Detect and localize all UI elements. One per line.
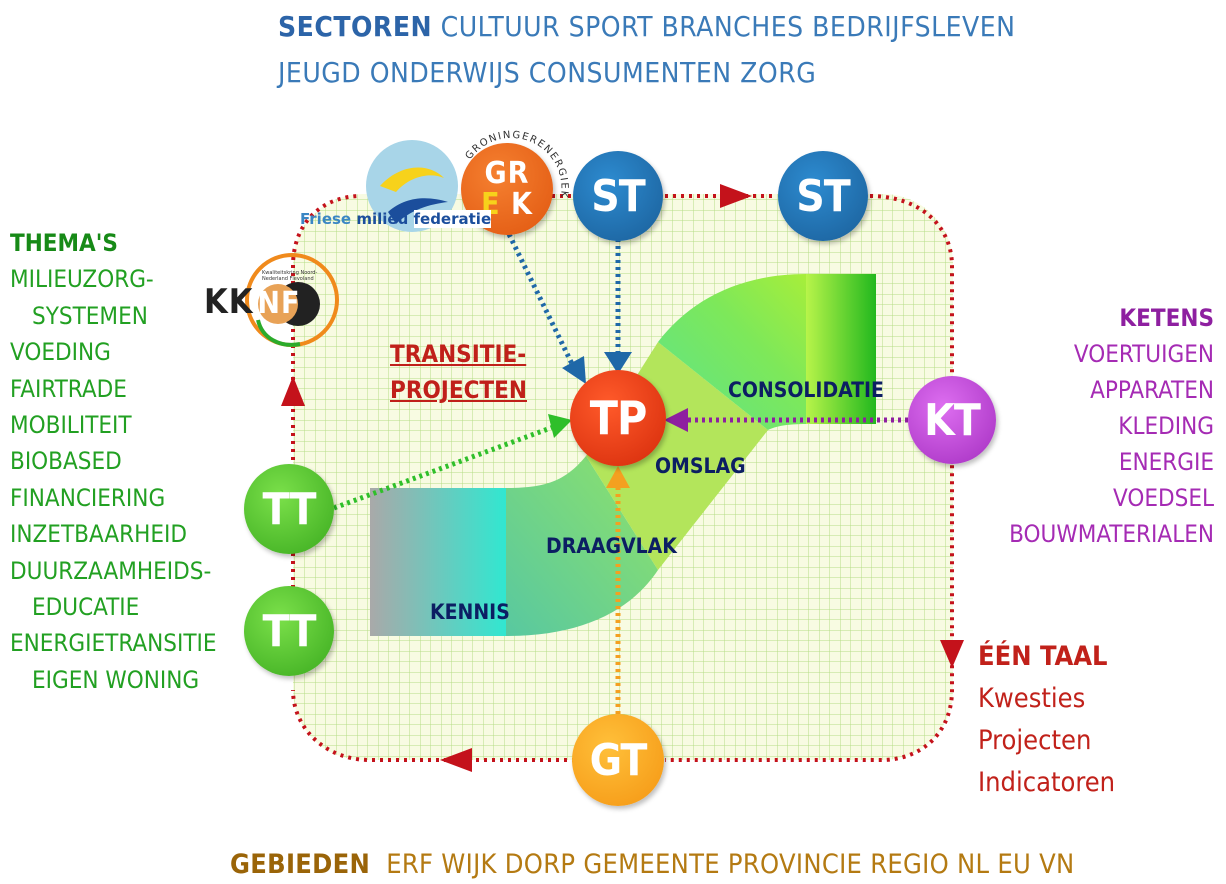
fmf-wordmark: Friese milieu federatie [300, 210, 492, 228]
ketens-item: BOUWMATERIALEN [1009, 520, 1214, 548]
themas-block: THEMA'S MILIEUZORG- SYSTEMEN VOEDING FAI… [10, 225, 217, 698]
st-node-2: ST [778, 151, 868, 241]
kt-node: KT [908, 376, 996, 464]
gebieden-heading: GEBIEDEN [230, 849, 371, 880]
een-taal-item: Projecten [978, 725, 1092, 756]
fmf-word2: milieu [356, 210, 409, 228]
kknf-nf: NF [257, 286, 301, 321]
phase-omslag: OMSLAG [655, 454, 746, 478]
transitie-projecten-label: TRANSITIE- PROJECTEN [390, 336, 527, 408]
ketens-block: KETENS VOERTUIGEN APPARATEN KLEDING ENER… [1009, 300, 1214, 552]
gebieden-block: GEBIEDEN ERF WIJK DORP GEMEENTE PROVINCI… [230, 848, 1074, 882]
tt-node-2: TT [244, 586, 334, 676]
phase-draagvlak: DRAAGVLAK [546, 534, 677, 558]
band-kennis [370, 488, 508, 636]
themas-heading: THEMA'S [10, 229, 118, 257]
transitie-line1: TRANSITIE- [390, 340, 527, 368]
themas-item: SYSTEMEN [32, 301, 148, 330]
fmf-logo [366, 140, 458, 232]
st-node-1: ST [573, 151, 663, 241]
tp-node: TP [570, 370, 666, 466]
tp-label: TP [589, 391, 648, 445]
cycle-arrow-left [281, 376, 305, 406]
band-end [806, 274, 876, 424]
fmf-word3: federatie [413, 210, 492, 228]
ketens-heading: KETENS [1119, 304, 1214, 332]
arrow-grek-tp [503, 226, 577, 370]
band-draagvlak [506, 456, 658, 636]
ketens-item: VOERTUIGEN [1073, 340, 1214, 368]
grek-k-letter: K [510, 187, 533, 222]
phase-consolidatie: CONSOLIDATIE [728, 378, 884, 402]
een-taal-item: Indicatoren [978, 767, 1116, 798]
een-taal-item: Kwesties [978, 683, 1086, 714]
themas-item: EDUCATIE [32, 593, 140, 622]
themas-item: MILIEUZORG- [10, 265, 154, 294]
themas-item: EIGEN WONING [32, 665, 200, 694]
transitie-line2: PROJECTEN [390, 376, 527, 404]
kknf-kk: KK [204, 282, 254, 322]
ketens-item: ENERGIE [1118, 448, 1214, 476]
ketens-item: KLEDING [1118, 412, 1214, 440]
een-taal-block: ÉÉN TAAL Kwesties Projecten Indicatoren [978, 636, 1115, 804]
kknf-small-text: Kwaliteitskring Noord-Nederland Flevolan… [262, 270, 318, 282]
tt-node-1: TT [244, 464, 334, 554]
grek-top-label: GR [484, 156, 530, 191]
cycle-arrow-top [720, 184, 752, 208]
gt-node: GT [572, 714, 664, 806]
st-label: ST [591, 170, 646, 222]
sectoren-heading: SECTOREN [278, 10, 433, 43]
themas-item: INZETBAARHEID [10, 520, 188, 549]
sectoren-line1: CULTUUR SPORT BRANCHES BEDRIJFSLEVEN [440, 10, 1016, 43]
themas-item: FAIRTRADE [10, 374, 127, 403]
cycle-arrow-bottom [440, 748, 472, 772]
st-label: ST [796, 170, 851, 222]
themas-item: DUURZAAMHEIDS- [10, 556, 212, 585]
themas-item: VOEDING [10, 338, 111, 367]
themas-item: BIOBASED [10, 447, 122, 476]
een-taal-heading: ÉÉN TAAL [978, 641, 1108, 672]
arrow-tt-tp [333, 423, 557, 511]
tt-label: TT [262, 605, 316, 657]
gebieden-items: ERF WIJK DORP GEMEENTE PROVINCIE REGIO N… [386, 849, 1075, 880]
gt-label: GT [589, 734, 648, 786]
phase-kennis: KENNIS [430, 600, 510, 624]
themas-item: FINANCIERING [10, 483, 166, 512]
kt-label: KT [924, 394, 981, 446]
tt-label: TT [262, 483, 316, 535]
cycle-arrow-right [940, 640, 964, 668]
ketens-item: APPARATEN [1090, 376, 1214, 404]
themas-item: MOBILITEIT [10, 411, 132, 440]
sectoren-block: SECTOREN CULTUUR SPORT BRANCHES BEDRIJFS… [278, 4, 1016, 96]
fmf-word1: Friese [300, 210, 352, 228]
ketens-item: VOEDSEL [1113, 484, 1214, 512]
band-consolidatie [658, 274, 806, 430]
themas-item: ENERGIETRANSITIE [10, 629, 217, 658]
sectoren-line2: JEUGD ONDERWIJS CONSUMENTEN ZORG [278, 56, 817, 89]
